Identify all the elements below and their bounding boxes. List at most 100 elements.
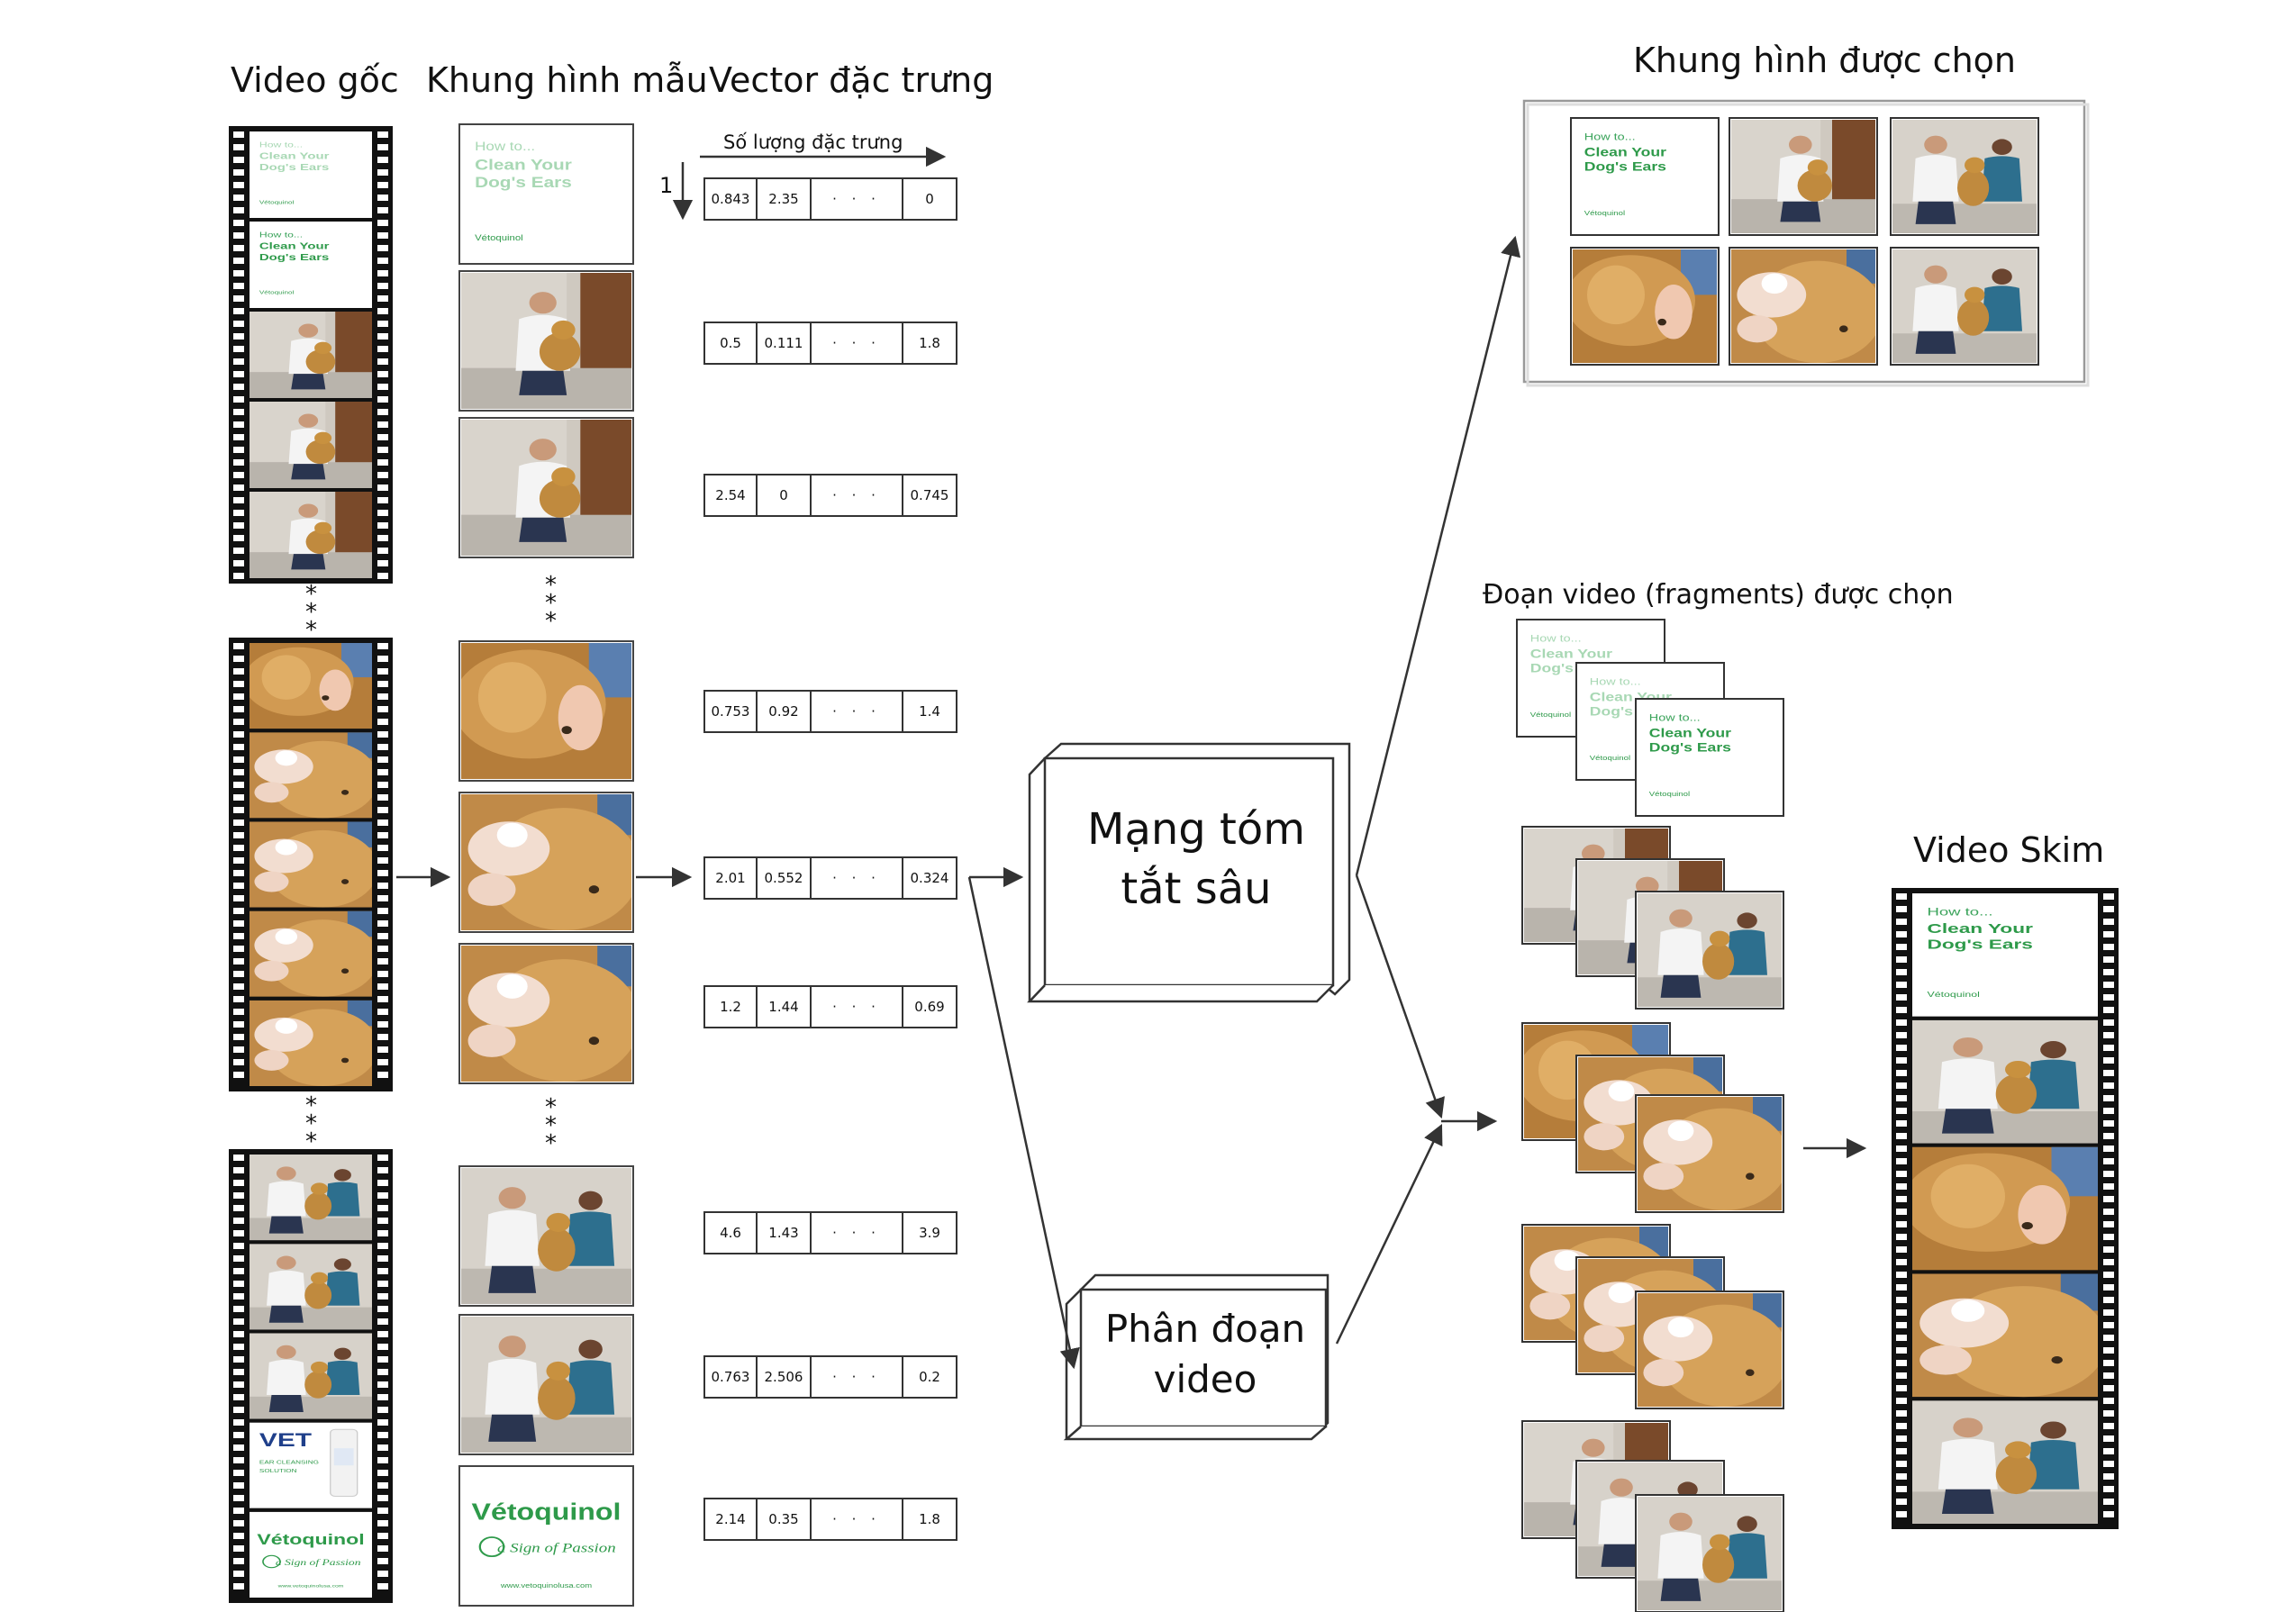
sprocket-hole bbox=[377, 769, 388, 775]
sprocket-hole bbox=[377, 719, 388, 725]
feature-count-label: Số lượng đặc trưng bbox=[723, 131, 903, 153]
sprocket-hole bbox=[377, 1268, 388, 1274]
sprocket-hole bbox=[1896, 982, 1907, 988]
vector-value-first: 2.01 bbox=[703, 856, 758, 900]
sprocket-hole bbox=[377, 1230, 388, 1236]
selected-frame bbox=[1892, 120, 2037, 233]
sprocket-hole bbox=[233, 895, 244, 901]
sprocket-hole bbox=[2103, 1335, 2114, 1341]
sprocket-hole bbox=[377, 883, 388, 889]
film-frame bbox=[250, 312, 372, 398]
summarization-box bbox=[1043, 756, 1335, 987]
sprocket-hole bbox=[1896, 956, 1907, 963]
selected-frame-border bbox=[1570, 247, 1720, 366]
sprocket-hole bbox=[1896, 1385, 1907, 1391]
sprocket-hole bbox=[233, 195, 244, 201]
sprocket-hole bbox=[377, 573, 388, 579]
sprocket-hole bbox=[377, 693, 388, 700]
sprocket-hole bbox=[377, 1072, 388, 1078]
sprocket-hole bbox=[233, 1180, 244, 1186]
vector-value-second: 0.92 bbox=[756, 690, 812, 733]
sprocket-hole bbox=[377, 295, 388, 302]
sprocket-hole bbox=[1896, 1335, 1907, 1341]
sprocket-hole bbox=[1896, 1209, 1907, 1215]
sprocket-hole bbox=[233, 1583, 244, 1589]
segmentation-line-2: video bbox=[1153, 1357, 1257, 1401]
sprocket-hole bbox=[377, 820, 388, 826]
sprocket-hole bbox=[2103, 1045, 2114, 1051]
film-frame bbox=[1912, 1146, 2098, 1271]
arrow-summarization-to-fragments bbox=[1355, 874, 1445, 1119]
sprocket-hole bbox=[1896, 1284, 1907, 1291]
film-frame bbox=[250, 1000, 372, 1086]
sprocket-hole bbox=[1896, 1423, 1907, 1429]
sprocket-hole bbox=[377, 1021, 388, 1028]
sample-frame-border bbox=[458, 1314, 634, 1455]
sprocket-hole bbox=[2103, 1398, 2114, 1404]
sprocket-hole bbox=[233, 983, 244, 990]
sample-frame-border bbox=[458, 792, 634, 933]
sprocket-hole bbox=[377, 807, 388, 813]
header-selected-fragments: Đoạn video (fragments) được chọn bbox=[1483, 579, 1954, 611]
summarization-box-side bbox=[1028, 757, 1046, 1001]
sprocket-hole bbox=[233, 782, 244, 788]
sprocket-hole bbox=[233, 560, 244, 566]
vector-value-last: 0 bbox=[902, 177, 957, 221]
sprocket-hole bbox=[2103, 1183, 2114, 1190]
deep-summarization-line-1: Mạng tóm bbox=[1087, 804, 1305, 855]
sprocket-hole bbox=[233, 1356, 244, 1363]
fragment-frame bbox=[1638, 893, 1782, 1007]
film-frame bbox=[1912, 893, 2098, 1017]
sprocket-hole bbox=[2103, 1284, 2114, 1291]
sprocket-hole bbox=[1896, 1007, 1907, 1013]
sprocket-hole bbox=[377, 1205, 388, 1211]
sprocket-hole bbox=[2103, 1259, 2114, 1265]
sprocket-hole bbox=[233, 946, 244, 952]
sprocket-hole bbox=[2103, 1133, 2114, 1139]
sprocket-hole bbox=[1896, 1372, 1907, 1379]
sprocket-hole bbox=[233, 1046, 244, 1053]
sprocket-hole bbox=[377, 1306, 388, 1312]
sprocket-hole bbox=[233, 1243, 244, 1249]
vector-ellipsis: · · · bbox=[810, 1498, 903, 1541]
sprocket-hole bbox=[377, 245, 388, 251]
sprocket-hole bbox=[2103, 1272, 2114, 1278]
sprocket-hole bbox=[377, 396, 388, 403]
sprocket-hole bbox=[1896, 994, 1907, 1001]
sprocket-hole bbox=[377, 1293, 388, 1300]
sprocket-hole bbox=[1896, 944, 1907, 950]
film-frame bbox=[250, 402, 372, 488]
sprocket-hole bbox=[1896, 893, 1907, 900]
sprocket-hole bbox=[377, 1344, 388, 1350]
sprocket-hole bbox=[233, 996, 244, 1002]
selected-frame bbox=[1731, 249, 1875, 363]
sprocket-hole bbox=[377, 756, 388, 763]
vector-ellipsis: · · · bbox=[810, 321, 903, 365]
sprocket-hole bbox=[233, 421, 244, 428]
sprocket-hole bbox=[233, 548, 244, 554]
segmentation-box-side bbox=[1065, 1289, 1082, 1439]
vector-value-first: 0.843 bbox=[703, 177, 758, 221]
sprocket-hole bbox=[233, 1419, 244, 1426]
film-frame bbox=[250, 643, 372, 729]
sprocket-hole bbox=[233, 1155, 244, 1161]
sprocket-hole bbox=[2103, 1372, 2114, 1379]
sprocket-hole bbox=[233, 1306, 244, 1312]
sprocket-hole bbox=[233, 270, 244, 276]
sprocket-hole bbox=[1896, 919, 1907, 925]
fragment-frame bbox=[1638, 1293, 1782, 1407]
sprocket-hole bbox=[377, 522, 388, 529]
sprocket-hole bbox=[233, 971, 244, 977]
sprocket-hole bbox=[233, 1394, 244, 1400]
sprocket-hole bbox=[1896, 1221, 1907, 1227]
sprocket-hole bbox=[377, 270, 388, 276]
summarization-box-bottom bbox=[1027, 984, 1334, 1003]
selected-frame bbox=[1573, 249, 1717, 363]
sprocket-hole bbox=[2103, 931, 2114, 937]
sprocket-hole bbox=[377, 384, 388, 390]
sprocket-hole bbox=[1896, 1246, 1907, 1253]
ellipsis-stars: * * * bbox=[545, 1094, 557, 1157]
sample-frame-border bbox=[458, 417, 634, 558]
sprocket-hole bbox=[1896, 1486, 1907, 1492]
feature-vector-row: 2.54 0 · · · 0.745 bbox=[703, 474, 957, 517]
